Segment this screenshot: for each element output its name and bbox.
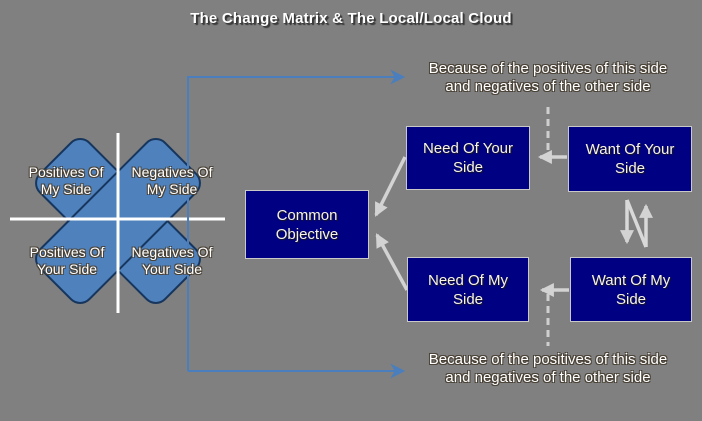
want-of-my-side-box: Want Of My Side: [570, 257, 692, 322]
quadrant-label-positives-my: Positives Of My Side: [6, 164, 126, 198]
annotation-line: Because of the positives of this side: [428, 60, 668, 77]
need-of-my-side-box: Need Of My Side: [407, 257, 529, 322]
want-of-your-side-box: Want Of Your Side: [568, 126, 692, 192]
common-objective-box: Common Objective: [245, 190, 369, 259]
quadrant-label-positives-your: Positives Of Your Side: [7, 244, 127, 278]
annotation-bottom: Because of the positives of this side an…: [407, 351, 689, 387]
quadrant-label-line: Negatives Of: [131, 244, 213, 260]
quadrant-label-line: Negatives Of: [131, 164, 213, 180]
quadrant-label-negatives-my: Negatives Of My Side: [112, 164, 232, 198]
quadrant-label-line: Positives Of: [28, 164, 104, 180]
annotation-line: and negatives of the other side: [445, 369, 651, 386]
need-of-your-side-box: Need Of Your Side: [406, 126, 530, 190]
blue-connector-top: [187, 69, 406, 371]
annotation-line: Because of the positives of this side: [428, 351, 668, 368]
quadrant-label-line: Your Side: [36, 261, 98, 277]
quadrant-label-negatives-your: Negatives Of Your Side: [112, 244, 232, 278]
quadrant-label-line: Your Side: [141, 261, 203, 277]
diagram-title: The Change Matrix & The Local/Local Clou…: [190, 10, 512, 27]
quadrant-label-line: Positives Of: [29, 244, 105, 260]
annotation-line: and negatives of the other side: [445, 78, 651, 95]
arrow-need-your-to-common: [374, 156, 407, 217]
quadrant-label-line: My Side: [40, 181, 92, 197]
swap-arrow-diagonal: [625, 199, 648, 248]
annotation-top: Because of the positives of this side an…: [407, 60, 689, 96]
quadrant-label-line: My Side: [146, 181, 198, 197]
arrow-need-my-to-common: [375, 233, 409, 291]
